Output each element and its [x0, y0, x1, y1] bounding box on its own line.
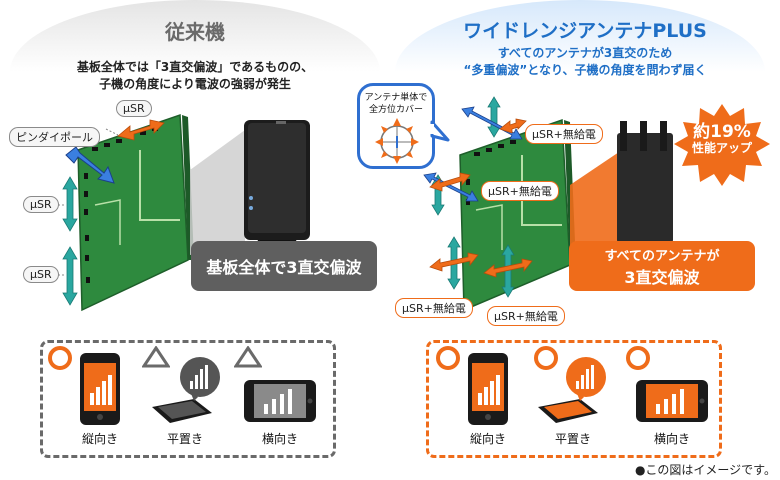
- right-phone-flat: [538, 357, 606, 423]
- footnote: ●この図はイメージです。: [634, 463, 776, 477]
- bubble-tail: [430, 120, 450, 142]
- left-mark-triangle-2: [234, 346, 262, 368]
- bubble-line1: アンテナ単体で: [364, 93, 428, 103]
- badge-line1: 約19%: [693, 122, 751, 142]
- left-mark-triangle-1: [142, 346, 170, 368]
- left-phone-vertical: [80, 353, 120, 425]
- left-devices-box: [40, 340, 336, 458]
- right-circuit-board: [459, 118, 571, 312]
- right-devices-box: [426, 340, 722, 458]
- left-desc-line1: 基板全体では「3直交偏波」であるものの、: [76, 60, 314, 74]
- right-device-label-1: 縦向き: [469, 432, 506, 446]
- antenna-cluster-bot-right: [483, 244, 533, 298]
- left-phone-flat: [152, 357, 220, 423]
- left-board-diagram: [58, 113, 310, 312]
- right-device-label-3: 横向き: [653, 432, 690, 446]
- teal-arrows-left: [62, 176, 78, 306]
- right-callout-line1: すべてのアンテナが: [604, 248, 720, 264]
- right-desc-line2: “多重偏波”となり、子機の角度を問わず届く: [463, 63, 707, 77]
- right-title: ワイドレンジアンテナPLUS: [463, 20, 707, 42]
- left-device-label-3: 横向き: [261, 432, 298, 446]
- right-router: [614, 121, 676, 253]
- label-usr-feed-4: μSR+無給電: [487, 306, 565, 326]
- label-usr-top: μSR: [116, 100, 152, 117]
- antenna-cluster-top: [461, 96, 527, 140]
- left-device-label-1: 縦向き: [81, 432, 118, 446]
- left-desc-line2: 子機の角度により電波の強弱が発生: [99, 77, 291, 91]
- left-beam: [190, 130, 245, 255]
- bubble-line2: 全方位カバー: [368, 105, 423, 115]
- antenna-cluster-mid: [423, 172, 479, 216]
- right-mark-circle-1: [436, 346, 460, 370]
- left-mark-circle: [48, 346, 72, 370]
- omni-antenna-icon: [375, 118, 419, 164]
- badge-line2: 性能アップ: [691, 141, 752, 155]
- label-usr-feed-2: μSR+無給電: [481, 181, 559, 201]
- right-beam: [570, 150, 622, 255]
- right-board-diagram: [423, 96, 676, 312]
- left-phone-horizontal: [244, 380, 316, 422]
- left-router: [244, 120, 310, 260]
- pindipole-arrow: [65, 146, 115, 184]
- label-usr-feed-3: μSR+無給電: [395, 298, 473, 318]
- label-usr-bot: μSR: [23, 266, 59, 283]
- right-callout: すべてのアンテナが 3直交偏波: [569, 241, 755, 291]
- left-device-label-2: 平置き: [166, 432, 203, 446]
- right-phone-horizontal: [636, 380, 708, 422]
- label-usr-feed-1: μSR+無給電: [525, 124, 603, 144]
- right-mark-circle-3: [626, 346, 650, 370]
- label-pindipole: ピンダイポール: [9, 127, 100, 147]
- left-title: 従来機: [165, 20, 225, 44]
- right-desc-line1: すべてのアンテナが3直交のため: [497, 46, 673, 60]
- label-usr-mid: μSR: [23, 196, 59, 213]
- right-mark-circle-2: [534, 346, 558, 370]
- antenna-cluster-bot-left: [429, 236, 479, 290]
- performance-badge: [674, 104, 770, 186]
- right-device-label-2: 平置き: [554, 432, 591, 446]
- right-phone-vertical: [468, 353, 508, 425]
- left-callout: 基板全体で3直交偏波: [191, 241, 377, 291]
- orange-arrow-top: [117, 119, 165, 141]
- right-callout-line2: 3直交偏波: [624, 267, 700, 287]
